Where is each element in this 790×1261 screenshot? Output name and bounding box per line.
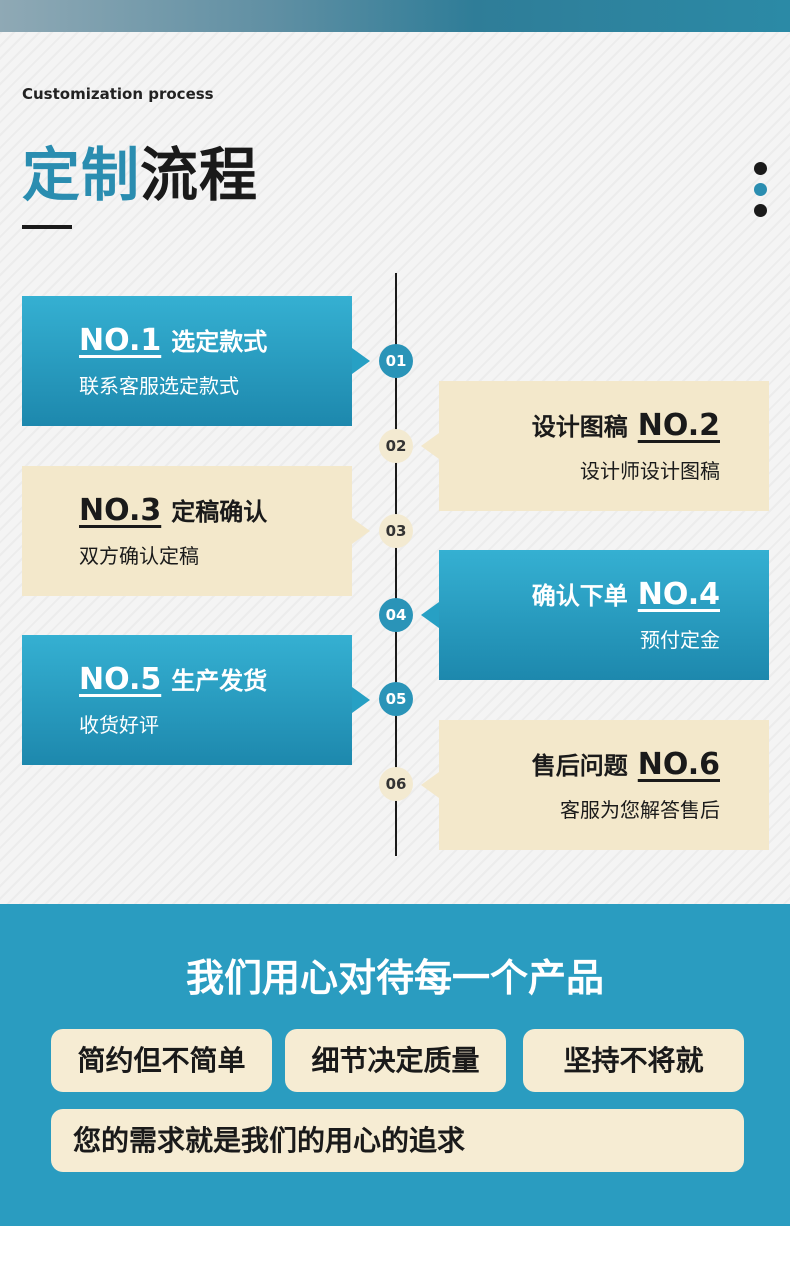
step-description: 客服为您解答售后 <box>560 798 720 822</box>
top-banner-strip <box>0 0 790 32</box>
dot-2 <box>754 183 767 196</box>
card-pointer <box>352 518 370 544</box>
dot-1 <box>754 162 767 175</box>
step-heading: 确认下单 NO.4 <box>532 576 720 612</box>
step-card-3: NO.3 定稿确认 双方确认定稿 <box>22 466 370 596</box>
step-heading: NO.3 定稿确认 <box>79 492 267 528</box>
step-card-2: 设计图稿 NO.2 设计师设计图稿 <box>421 381 769 511</box>
section-eyebrow: Customization process <box>22 85 214 103</box>
step-name: 选定款式 <box>171 328 268 356</box>
step-description: 双方确认定稿 <box>79 544 199 568</box>
step-heading: NO.1 选定款式 <box>79 322 267 358</box>
statement-pill: 您的需求就是我们的用心的追求 <box>51 1109 744 1172</box>
menu-dots-icon[interactable] <box>754 162 768 225</box>
card-pointer <box>352 687 370 713</box>
step-card-1: NO.1 选定款式 联系客服选定款式 <box>22 296 370 426</box>
step-number: NO.1 <box>79 323 162 358</box>
timeline-node-4: 04 <box>379 598 413 632</box>
step-name: 定稿确认 <box>171 498 268 526</box>
step-number: NO.5 <box>79 662 162 697</box>
step-heading: 售后问题 NO.6 <box>532 746 720 782</box>
step-name: 生产发货 <box>171 667 268 695</box>
slogan-heading: 我们用心对待每一个产品 <box>185 956 604 1000</box>
step-name: 确认下单 <box>531 582 628 610</box>
timeline-line <box>395 273 397 856</box>
step-description: 预付定金 <box>640 628 720 652</box>
step-heading: 设计图稿 NO.2 <box>532 407 720 443</box>
step-heading: NO.5 生产发货 <box>79 661 267 697</box>
step-description: 联系客服选定款式 <box>79 374 239 398</box>
step-number: NO.2 <box>637 408 720 443</box>
card-pointer <box>352 348 370 374</box>
timeline-node-6: 06 <box>379 767 413 801</box>
timeline-node-1: 01 <box>379 344 413 378</box>
step-number: NO.4 <box>637 577 720 612</box>
step-description: 设计师设计图稿 <box>580 459 720 483</box>
step-name: 售后问题 <box>531 752 628 780</box>
timeline-node-5: 05 <box>379 682 413 716</box>
title-underline <box>22 225 72 229</box>
step-name: 设计图稿 <box>531 413 628 441</box>
page-title-accent: 定制 <box>22 141 141 209</box>
tag-pill-2: 细节决定质量 <box>285 1029 506 1092</box>
card-pointer <box>421 772 439 798</box>
step-card-5: NO.5 生产发货 收货好评 <box>22 635 370 765</box>
tag-pill-1: 简约但不简单 <box>51 1029 272 1092</box>
step-card-4: 确认下单 NO.4 预付定金 <box>421 550 769 680</box>
page-title: 定制流程 <box>22 140 258 210</box>
card-pointer <box>421 433 439 459</box>
step-number: NO.3 <box>79 493 162 528</box>
page-title-main: 流程 <box>140 141 259 209</box>
timeline-node-2: 02 <box>379 429 413 463</box>
step-number: NO.6 <box>637 747 720 782</box>
tag-pill-3: 坚持不将就 <box>523 1029 744 1092</box>
dot-3 <box>754 204 767 217</box>
step-description: 收货好评 <box>79 713 159 737</box>
card-pointer <box>421 602 439 628</box>
step-card-6: 售后问题 NO.6 客服为您解答售后 <box>421 720 769 850</box>
timeline-node-3: 03 <box>379 514 413 548</box>
